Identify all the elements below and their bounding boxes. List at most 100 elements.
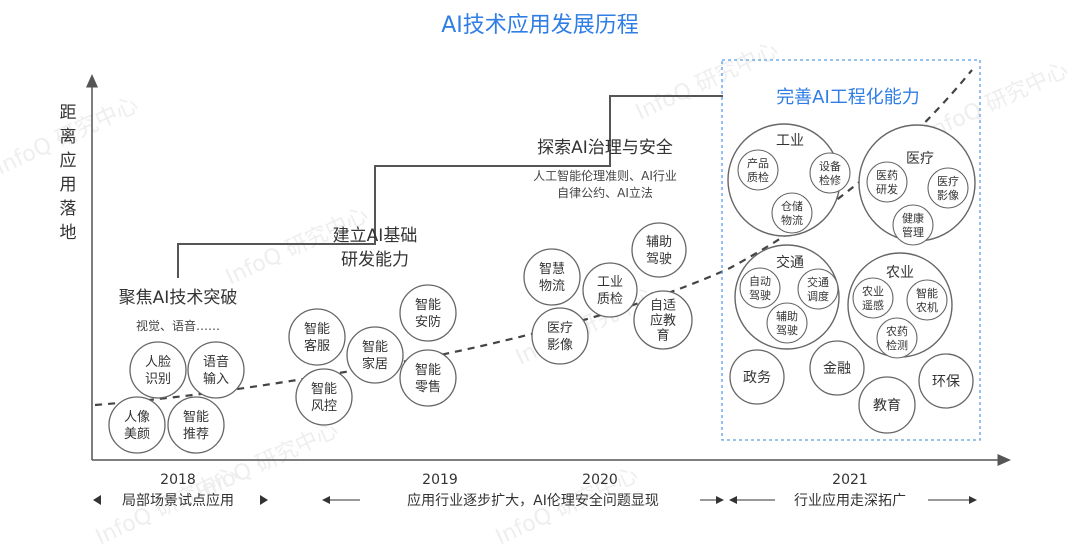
bubble-2021-item-label: 检修 <box>819 173 841 187</box>
bubble-2021-item <box>797 268 839 310</box>
bubble-2021-item-label: 检测 <box>886 338 908 352</box>
bubble-2018-label: 美颜 <box>124 426 150 442</box>
bubble-2018-label: 推荐 <box>183 427 209 442</box>
bubble-2021-item-label: 调度 <box>807 289 829 303</box>
y-axis-label-char: 地 <box>60 223 77 243</box>
bubble-2021-item <box>737 149 779 191</box>
bubble-2021-item-label: 农机 <box>916 300 938 314</box>
bubble-2019-label: 零售 <box>415 379 441 395</box>
right-arrow-icon <box>260 495 268 505</box>
bubble-2019 <box>288 308 346 366</box>
bubble-2020 <box>633 290 693 350</box>
bubble-2021-single <box>809 340 865 396</box>
bubble-2021-single-label: 教育 <box>873 398 901 414</box>
bubble-2021-group-medical-label: 医疗 <box>906 151 934 167</box>
bubble-2018-label: 识别 <box>145 372 171 387</box>
left-arrow-icon <box>729 496 737 504</box>
timeline: 2018 2019 2020 2021 局部场景试点应用 应用行业逐步扩大，AI… <box>93 472 977 509</box>
bubble-2019 <box>295 368 353 426</box>
bubble-2020 <box>531 307 589 365</box>
bubble-2021-item-label: 研发 <box>876 182 898 196</box>
bubble-2019-label: 智能 <box>362 340 388 355</box>
year-label-2019: 2019 <box>422 472 458 488</box>
bubble-2019-label: 智能 <box>311 382 337 397</box>
bubble-2021-item <box>927 167 969 209</box>
bubble-2021-item-label: 设备 <box>819 159 841 173</box>
bubble-2021-group-transport-label: 交通 <box>776 254 804 271</box>
bubble-2020 <box>523 248 581 306</box>
bubble-2019-label: 安防 <box>415 314 441 330</box>
y-axis-label-char: 应 <box>60 151 77 171</box>
bubble-2020-label: 自适 <box>650 299 676 314</box>
bubble-2021-group-industry-label: 工业 <box>776 133 804 149</box>
bubble-2019-label: 客服 <box>304 338 330 354</box>
bubble-2018-label: 输入 <box>203 371 229 387</box>
stage-2021-box <box>721 59 981 441</box>
bubble-2021-item <box>906 279 948 321</box>
y-axis-label: 距 离 应 用 落 地 <box>60 103 77 243</box>
bubble-2018 <box>187 341 245 399</box>
bubble-2018-label: 人脸 <box>145 355 171 370</box>
bubble-2021-single <box>729 349 785 405</box>
bubble-2021-item-label: 交通 <box>807 275 829 289</box>
bubble-2020-label: 智慧 <box>539 261 565 277</box>
stage-2020-heading: 探索AI治理与安全 <box>537 138 673 158</box>
bubble-2021-item-label: 医疗 <box>937 174 959 188</box>
bubble-2021-item-label: 自动 <box>749 275 771 288</box>
stage-2018-heading: 聚焦AI技术突破 <box>119 288 238 308</box>
bubble-2021-item-label: 智能 <box>916 286 938 300</box>
right-arrow-icon <box>969 496 977 504</box>
bubble-2018 <box>167 396 225 454</box>
year-label-2021: 2021 <box>832 472 868 488</box>
bubble-2021-item <box>892 204 934 246</box>
left-arrow-icon <box>322 496 330 504</box>
bubble-2020 <box>631 222 687 278</box>
bubble-2019 <box>399 349 457 407</box>
bubble-2018 <box>129 341 187 399</box>
phase-label-1: 局部场景试点应用 <box>122 492 234 509</box>
bubble-2021-item-label: 影像 <box>937 189 959 202</box>
bubble-2021-item <box>739 267 781 309</box>
stage-2021-heading: 完善AI工程化能力 <box>776 87 920 108</box>
year-label-2018: 2018 <box>160 472 196 488</box>
bubble-2021-single <box>858 376 916 434</box>
bubble-2020-label: 应教 <box>650 313 676 329</box>
watermark: InfoQ 研究中心 <box>632 38 782 126</box>
stage-2019-heading: 研发能力 <box>341 250 409 270</box>
bubble-2018-label: 智能 <box>183 410 209 425</box>
bubble-2020-label: 工业 <box>597 275 623 290</box>
y-axis-label-char: 落 <box>60 199 77 219</box>
bubble-2019-label: 智能 <box>415 298 441 313</box>
bubble-2020-label: 医疗 <box>547 321 573 336</box>
year-label-2020: 2020 <box>582 472 618 488</box>
bubble-2021-item <box>809 152 851 194</box>
right-arrow-icon <box>716 496 724 504</box>
bubble-2020-label: 驾驶 <box>646 252 672 267</box>
bubble-2020-label: 质检 <box>597 292 623 307</box>
bubble-2021-item-label: 产品 <box>747 156 769 170</box>
bubble-2021-item-label: 农药 <box>886 324 908 338</box>
phase-label-2: 应用行业逐步扩大，AI伦理安全问题显现 <box>407 492 659 509</box>
bubble-2019-label: 智能 <box>304 322 330 337</box>
page-title: AI技术应用发展历程 <box>441 13 639 38</box>
y-axis-label-char: 离 <box>60 127 77 147</box>
bubble-2019-label: 风控 <box>311 399 337 414</box>
bubble-2018-label: 语音 <box>203 354 229 370</box>
bubble-2021-item-label: 遥感 <box>862 299 884 312</box>
bubble-2021-single-label: 环保 <box>932 374 960 390</box>
bubble-2018-label: 人像 <box>124 410 150 425</box>
bubble-2021-item-label: 质检 <box>747 170 769 184</box>
bubble-2018 <box>108 396 166 454</box>
stage-2020-subtext: 自律公约、AI立法 <box>557 185 653 200</box>
left-arrow-icon <box>93 495 101 505</box>
bubble-2021-item-label: 医药 <box>876 169 898 182</box>
bubble-2021-single <box>918 353 974 409</box>
bubble-2021-single-label: 政务 <box>743 370 771 386</box>
bubble-2021-item-label: 辅助 <box>776 309 798 323</box>
stage-2018-subtext: 视觉、语音…… <box>136 318 220 333</box>
bubble-2021-single-label: 金融 <box>823 361 851 377</box>
phase-label-3: 行业应用走深拓广 <box>794 492 906 509</box>
bubble-2019 <box>399 284 457 342</box>
